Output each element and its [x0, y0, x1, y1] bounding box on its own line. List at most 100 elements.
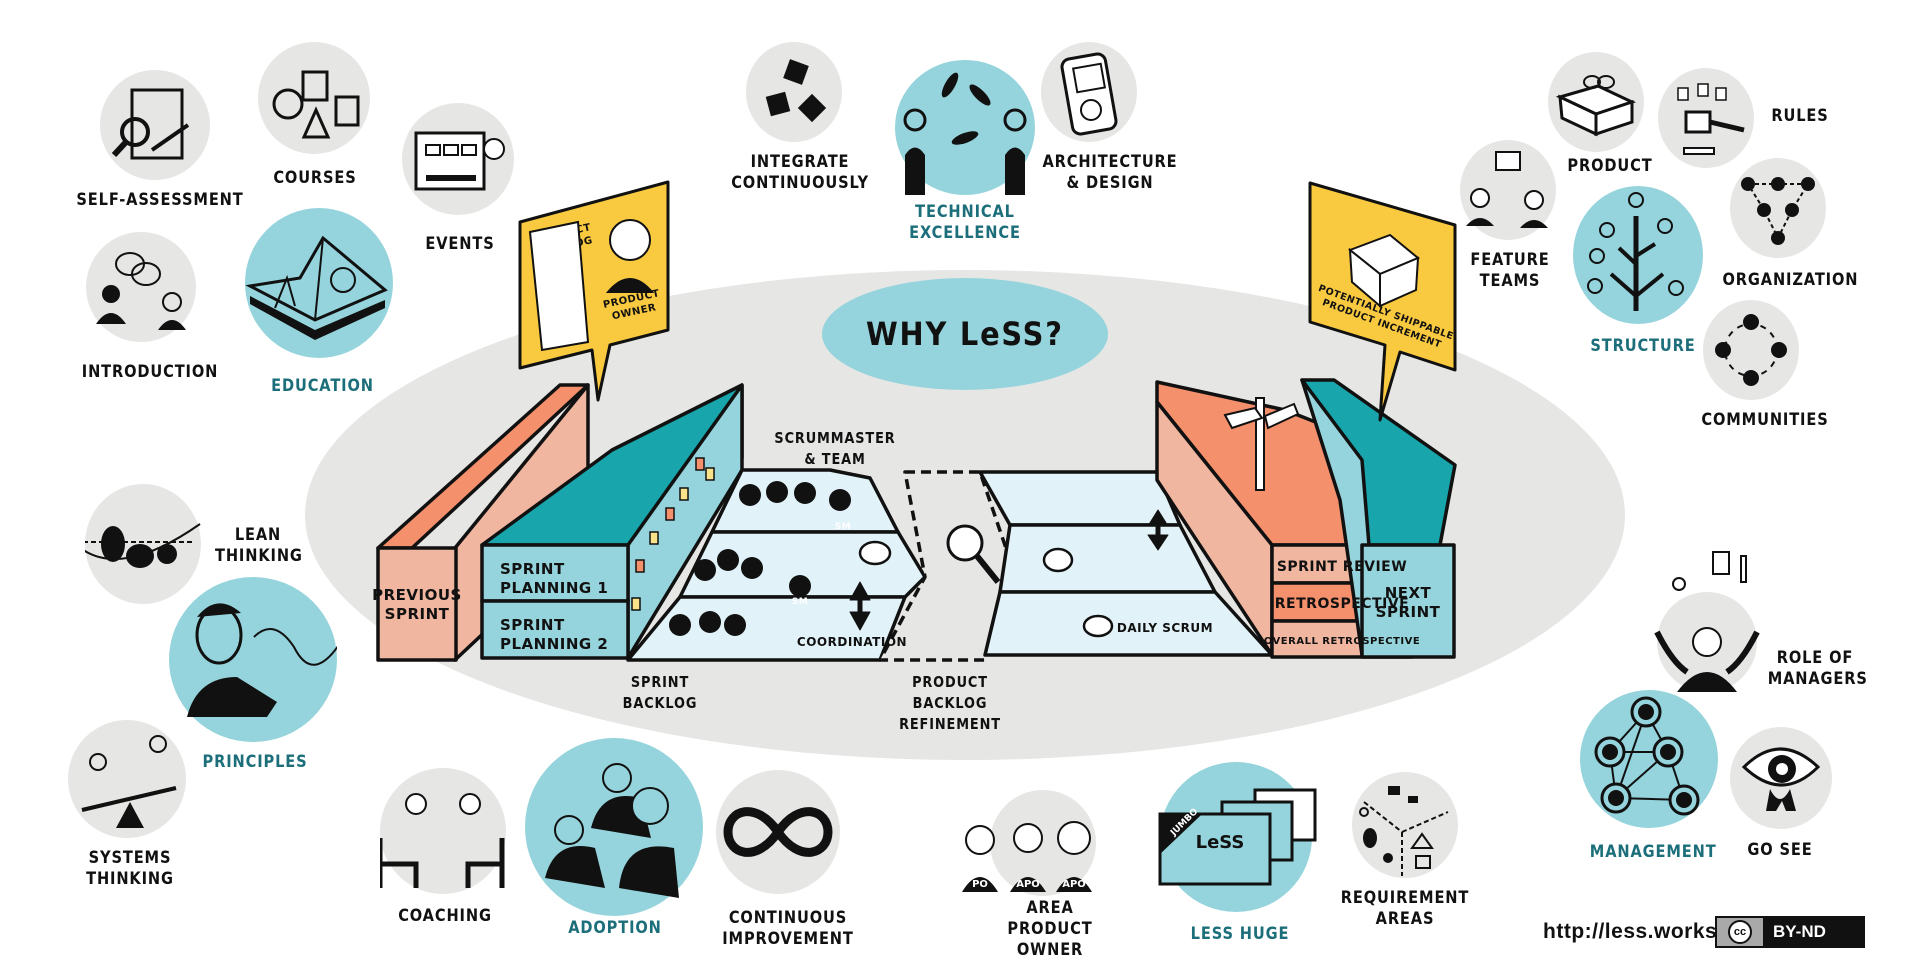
less-shirts-people-icon [545, 763, 679, 898]
principles-label: PRINCIPLES [202, 752, 308, 772]
structure-hub[interactable] [1573, 186, 1703, 324]
speech-bubble-icon [858, 540, 892, 566]
two-people-talking-icon [96, 252, 186, 330]
events-label: EVENTS [425, 234, 495, 254]
gift-icon [1348, 233, 1420, 309]
feature-teams-label: FEATURE TEAMS [1470, 250, 1550, 291]
education-label: EDUCATION [271, 376, 374, 396]
team-member-icon [794, 482, 816, 504]
systems-thinking-bubble[interactable] [68, 720, 186, 838]
sprint-review-label: SPRINT REVIEW [1277, 559, 1407, 575]
architecture-design-label: ARCHITECTURE & DESIGN [1042, 152, 1178, 193]
next-sprint-face [1360, 543, 1456, 659]
integrate-continuously-bubble[interactable] [746, 42, 842, 142]
coaching-label: COACHING [398, 906, 492, 926]
team-member-icon [699, 611, 721, 633]
sticky-note [631, 597, 641, 611]
team-member-icon [789, 575, 811, 597]
architecture-design-bubble[interactable] [1041, 42, 1137, 142]
team-member-icon [694, 559, 716, 581]
po-badge: PO [972, 879, 988, 890]
role-of-managers-bubble[interactable] [1654, 551, 1760, 692]
integrate-continuously-label: INTEGRATE CONTINUOUSLY [731, 152, 869, 193]
coordination-label: COORDINATION [797, 635, 907, 649]
team-member-icon [766, 481, 788, 503]
calendar-clock-icon [414, 131, 505, 191]
events-bubble[interactable] [402, 103, 514, 215]
management-label: MANAGEMENT [1589, 842, 1717, 862]
structure-label: STRUCTURE [1590, 336, 1696, 356]
adoption-hub[interactable] [525, 738, 703, 916]
apple-tree-icon [1587, 192, 1684, 311]
geometric-shapes-icon [272, 70, 360, 139]
signpost-icon [1223, 397, 1300, 491]
organization-bubble[interactable] [1730, 158, 1826, 258]
sticky-note [679, 487, 689, 501]
requirement-areas-bubble[interactable] [1352, 772, 1458, 878]
page-title: WHY LeSS? [866, 315, 1064, 353]
principles-hub[interactable] [169, 577, 337, 742]
sprint-backlog-label: SPRINT BACKLOG [622, 673, 698, 712]
team-member-icon [669, 614, 691, 636]
go-see-bubble[interactable] [1730, 727, 1832, 829]
overall-retrospective-label: OVERALL RETROSPECTIVE [1264, 636, 1420, 647]
introduction-bubble[interactable] [86, 232, 196, 342]
organization-label: ORGANIZATION [1722, 270, 1859, 290]
gift-box-icon [1555, 75, 1637, 137]
sticky-note [695, 457, 705, 471]
coaching-chairs-icon [380, 793, 505, 888]
sticky-note [705, 467, 715, 481]
lean-thinking-label: LEAN THINKING [215, 525, 303, 566]
clipboard-magnifier-icon [111, 88, 190, 160]
jugglers-icon [903, 72, 1027, 195]
apo-badge: APO [1016, 879, 1040, 890]
gavel-icon [1677, 83, 1745, 155]
previous-sprint-face [376, 546, 458, 662]
coordination-arrow-left [849, 581, 871, 631]
sorted-shapes-icon [1359, 786, 1449, 876]
lean-thinking-bubble[interactable] [85, 484, 201, 604]
management-hub[interactable] [1580, 690, 1718, 828]
license-text: BY-ND [1773, 922, 1826, 941]
sprint-planning-1-face [480, 543, 630, 603]
website-link[interactable]: http://less.works [1543, 920, 1718, 943]
technical-excellence-hub[interactable] [895, 60, 1035, 195]
speech-bubble-icon [1042, 547, 1074, 573]
team-member-icon [739, 484, 761, 506]
systems-thinking-label: SYSTEMS THINKING [86, 848, 174, 889]
role-of-managers-label: ROLE OF MANAGERS [1767, 648, 1868, 689]
communities-bubble[interactable] [1703, 300, 1799, 400]
self-assessment-bubble[interactable] [100, 70, 210, 180]
network-people-icon [1594, 696, 1700, 816]
team-member-icon [724, 614, 746, 636]
area-product-owner-label: AREA PRODUCT OWNER [1007, 898, 1093, 960]
title-oval[interactable]: WHY LeSS? [822, 278, 1108, 390]
team-member-icon [717, 549, 739, 571]
puzzle-hands-icon [765, 59, 827, 123]
continuous-improvement-bubble[interactable] [716, 770, 840, 894]
walking-eye-icon [1741, 747, 1821, 811]
sticky-note [649, 531, 659, 545]
rules-bubble[interactable] [1658, 68, 1754, 168]
less-box-text: LeSS [1196, 832, 1245, 853]
courses-bubble[interactable] [258, 42, 370, 154]
refinement-band [878, 470, 1012, 662]
sprint-planning-2-face [480, 599, 630, 660]
education-hub[interactable] [245, 208, 393, 358]
license-badge[interactable]: cc BY-ND [1715, 916, 1865, 948]
lane-right-middle [998, 523, 1217, 594]
open-book-icon [245, 235, 388, 340]
infinity-icon [723, 807, 833, 857]
sticky-note [665, 507, 675, 521]
coaching-bubble[interactable] [380, 768, 506, 894]
feature-teams-bubble[interactable] [1460, 140, 1556, 240]
go-see-label: GO SEE [1747, 840, 1813, 860]
product-bubble[interactable] [1548, 52, 1644, 152]
